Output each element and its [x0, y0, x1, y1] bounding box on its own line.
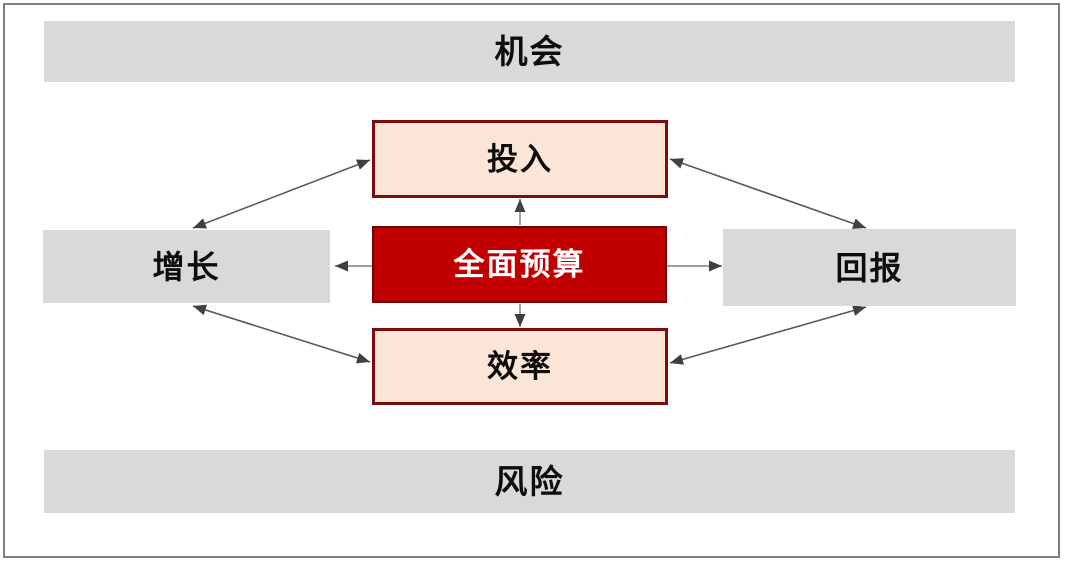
efficiency-box: 效率	[372, 328, 668, 405]
comprehensive-budget-label: 全面预算	[453, 247, 586, 282]
input-label: 投入	[487, 141, 553, 177]
comprehensive-budget-box: 全面预算	[372, 226, 667, 303]
return-box: 回报	[723, 229, 1016, 306]
growth-box: 增长	[43, 230, 330, 303]
efficiency-label: 效率	[487, 349, 553, 384]
opportunity-bar: 机会	[44, 21, 1015, 82]
risk-bar: 风险	[44, 450, 1015, 513]
return-label: 回报	[835, 249, 904, 286]
growth-label: 增长	[152, 248, 221, 285]
input-box: 投入	[372, 120, 668, 198]
opportunity-label: 机会	[494, 33, 565, 70]
risk-label: 风险	[494, 463, 565, 500]
